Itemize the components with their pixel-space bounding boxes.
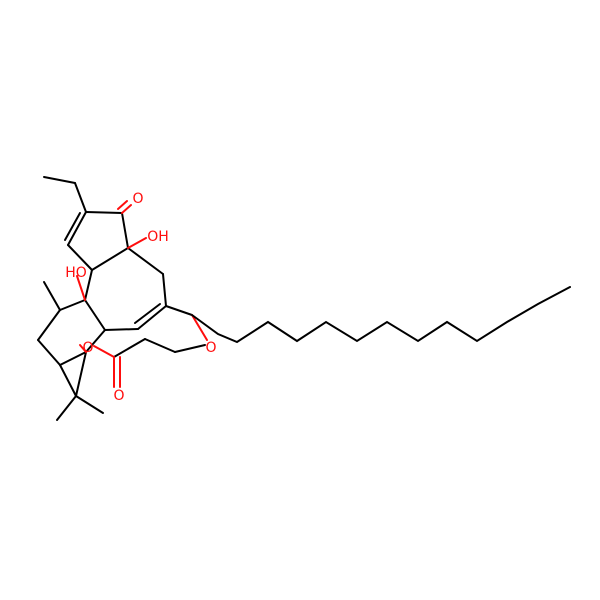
oh-bond [127, 237, 147, 249]
cycloheptene-ring [84, 247, 167, 331]
bond [165, 305, 193, 316]
methyl-bond [43, 176, 76, 184]
ketone-oxygen-label: O [132, 191, 143, 207]
ester-oxygen-label: O [82, 340, 93, 356]
methyl-bond [56, 395, 77, 421]
oh-bond [76, 275, 86, 301]
chain-bond [191, 286, 571, 344]
bond [134, 303, 161, 324]
bond [93, 345, 115, 358]
cyclohexane-cyclopropane [37, 299, 106, 397]
bond [59, 351, 87, 366]
carbonyl-oxygen-label: O [205, 340, 216, 356]
bond [144, 338, 176, 353]
cyclopentenone-ring [64, 182, 132, 271]
bond [85, 211, 123, 214]
bond [75, 351, 87, 397]
methyl-groups [43, 176, 104, 421]
bond [67, 244, 93, 271]
bond [84, 299, 106, 331]
bond [59, 299, 86, 311]
bond [104, 328, 139, 331]
bond [59, 364, 77, 397]
bond [121, 212, 129, 249]
hydroxyl-bonds [76, 237, 147, 301]
bond [85, 329, 106, 353]
bond [64, 212, 81, 241]
bond [113, 338, 146, 358]
bond [117, 200, 128, 210]
methyl-bond [43, 281, 61, 311]
bond [74, 182, 87, 213]
bond [121, 204, 132, 214]
hydroxyl-label-left: HO [65, 265, 87, 281]
alkyl-chain [191, 286, 571, 344]
bond [67, 211, 87, 246]
bond [37, 309, 61, 341]
bond [162, 273, 167, 307]
hydroxyl-label-top: OH [147, 229, 169, 245]
bond [84, 269, 93, 301]
bond [91, 247, 129, 271]
bond [174, 344, 206, 353]
methyl-bond [75, 395, 104, 414]
bond [137, 305, 167, 330]
bond [127, 247, 164, 275]
bond [79, 344, 87, 353]
ester-groups [79, 305, 208, 388]
bond [191, 314, 208, 341]
bond [37, 339, 61, 366]
carbonyl-oxygen-label: O [113, 388, 124, 404]
